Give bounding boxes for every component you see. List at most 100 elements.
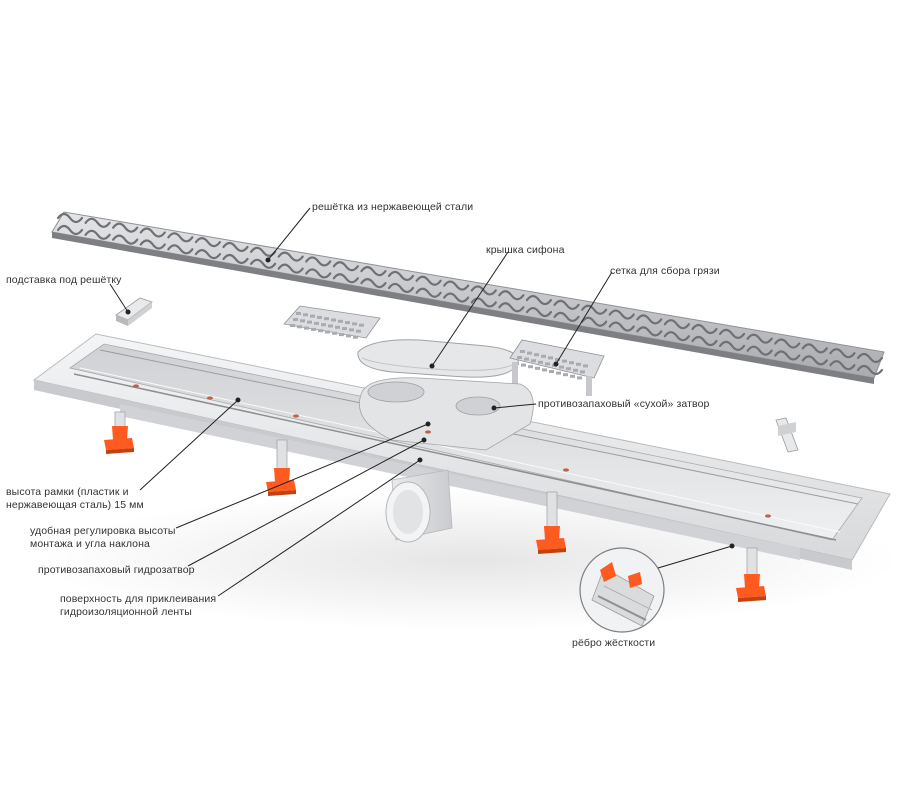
grate-slot	[387, 282, 415, 294]
mesh-hole	[318, 329, 323, 333]
leader-dot	[125, 309, 131, 315]
grate-slot	[801, 343, 828, 354]
mesh-hole	[296, 312, 301, 315]
leader-dot	[553, 361, 559, 367]
mesh-hole	[576, 362, 581, 366]
grate-slot	[222, 241, 249, 253]
mesh-hole	[570, 374, 575, 378]
grate-slot	[663, 331, 690, 342]
mesh-hole	[545, 362, 550, 366]
mesh-hole	[332, 331, 337, 335]
label-frame-height-line2: нержавеющая сталь) 15 мм	[6, 499, 144, 511]
grate-slot	[332, 261, 359, 272]
adjustable-leg	[266, 439, 296, 496]
mesh-hole	[342, 327, 347, 331]
grate-slot	[856, 364, 884, 376]
mesh-hole	[325, 330, 330, 334]
label-surface-line1: поверхность для приклеивания	[60, 593, 217, 605]
grate-slot	[277, 263, 304, 274]
mesh-hole	[310, 314, 315, 318]
rim-hole	[207, 396, 213, 400]
mesh-hole	[517, 356, 522, 359]
grate-slot	[194, 237, 222, 248]
mesh-hole	[307, 320, 312, 324]
grate-support-part	[115, 297, 153, 326]
mesh-hole	[349, 328, 354, 332]
mesh-hole	[524, 357, 529, 361]
mesh-hole	[359, 323, 364, 327]
mesh-hole	[356, 329, 361, 333]
label-adjust-line1: удобная регулировка высоты	[30, 525, 176, 537]
label-grate: решётка из нержавеющей стали	[312, 201, 474, 213]
mesh-hole	[563, 373, 568, 377]
grate-slot	[636, 314, 663, 325]
leader-dot	[421, 437, 427, 443]
grate-slot	[691, 335, 718, 347]
grate-slot	[360, 278, 387, 289]
mesh-hole	[339, 333, 344, 337]
rim-hole	[293, 414, 299, 418]
label-water-trap: противозапаховый гидрозатвор	[38, 564, 195, 576]
grate-slot	[718, 340, 746, 351]
label-dirt-mesh: сетка для сбора грязи	[610, 265, 720, 277]
label-surface: поверхность для приклеивания гидроизоляц…	[60, 593, 216, 619]
grate-slot	[608, 309, 635, 320]
rim-hole	[563, 468, 569, 472]
grate-slot	[56, 212, 84, 224]
leader-line	[657, 545, 733, 569]
grate-slot	[277, 251, 304, 262]
leader-dot	[729, 543, 735, 549]
mesh-hole	[328, 324, 333, 328]
mesh-hole	[293, 318, 298, 321]
mesh-hole	[297, 325, 302, 329]
mesh-hole	[548, 356, 553, 360]
mesh-hole	[335, 325, 340, 329]
adjustable-leg	[736, 547, 766, 602]
rim-hole	[133, 384, 139, 388]
grate-slot	[746, 333, 773, 344]
grate-slot	[636, 326, 663, 337]
label-dry-trap: противозапаховый «сухой» затвор	[538, 398, 710, 410]
mesh-hole	[559, 365, 564, 369]
grate-slot	[194, 249, 222, 260]
grate-slot	[112, 222, 139, 233]
label-siphon-cover: крышка сифона	[486, 244, 565, 256]
leader-line	[431, 251, 509, 367]
mesh-hole	[541, 354, 546, 358]
grate-slot	[84, 217, 111, 228]
mesh-hole	[303, 313, 308, 317]
mesh-hole	[300, 319, 305, 323]
grate-slot	[774, 350, 801, 361]
grate-slot	[581, 316, 608, 327]
mesh-hole	[531, 359, 536, 363]
grate-slot	[553, 299, 580, 310]
mesh-hole	[556, 371, 561, 375]
label-frame-height: высота рамки (пластик и нержавеющая стал…	[6, 486, 144, 512]
grate-slot	[139, 239, 166, 250]
grate-slot	[167, 244, 194, 255]
mesh-hole	[321, 323, 326, 327]
leader-line	[187, 439, 425, 567]
mesh-hole	[317, 315, 322, 319]
mesh-hole	[573, 368, 578, 372]
mesh-hole	[555, 358, 560, 361]
leader-line	[109, 283, 129, 313]
dirt-mesh-part	[509, 339, 605, 396]
leader-dot	[265, 257, 271, 263]
adjustable-legs	[104, 411, 766, 602]
label-rib: рёбро жёсткости	[572, 637, 656, 649]
grate-slot	[250, 258, 277, 269]
grate-slot	[305, 256, 332, 267]
label-surface-line2: гидроизоляционной ленты	[60, 606, 192, 618]
leader-line	[139, 399, 239, 491]
label-frame-height-line1: высота рамки (пластик и	[6, 486, 129, 498]
grate-slot	[470, 285, 497, 296]
grate-slot	[222, 253, 249, 265]
leader-dot	[491, 405, 497, 411]
mesh-hole	[535, 366, 540, 370]
label-adjust-line2: монтажа и угла наклона	[30, 538, 150, 550]
grate-slot	[553, 311, 580, 322]
mesh-hole	[338, 319, 343, 323]
rib-detail-circle	[579, 547, 665, 633]
leader-dot	[429, 363, 435, 369]
